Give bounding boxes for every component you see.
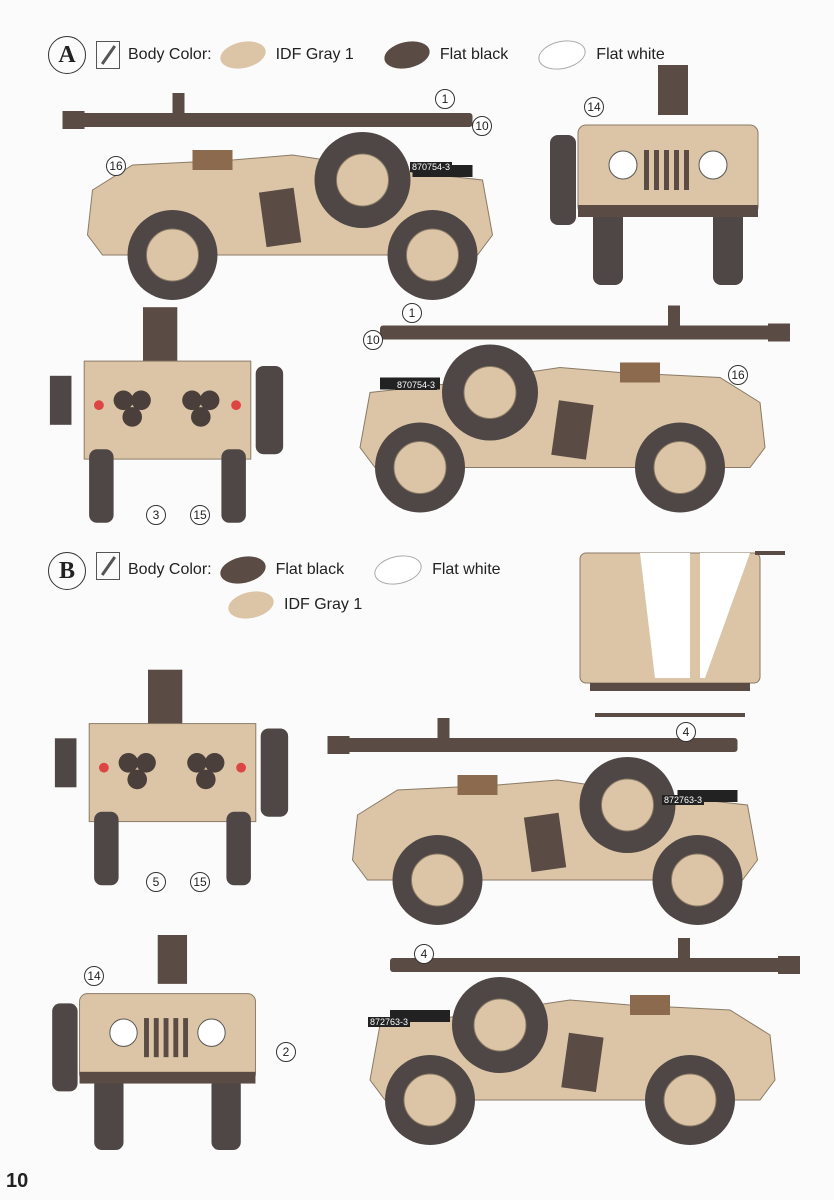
flat-white-swatch bbox=[371, 551, 425, 589]
hood-top-view bbox=[579, 551, 785, 717]
flat-black-swatch bbox=[217, 552, 268, 588]
flat-black-swatch bbox=[381, 37, 433, 73]
serial-number: 872763-3 bbox=[662, 795, 705, 805]
jeep-rear-view bbox=[50, 665, 295, 890]
serial-number: 872763-3 bbox=[368, 1017, 411, 1027]
jeep-front-view bbox=[548, 65, 788, 285]
scheme-letter: B bbox=[48, 552, 86, 590]
decal-callout: 10 bbox=[363, 330, 383, 350]
paint-label: IDF Gray 1 bbox=[284, 596, 363, 613]
paint-label: Flat black bbox=[439, 46, 509, 63]
jeep-side-view bbox=[60, 85, 525, 305]
decal-callout: 3 bbox=[146, 505, 166, 525]
jeep-rear-view bbox=[45, 305, 290, 525]
idf-gray-swatch bbox=[225, 587, 277, 623]
body-color-label: Body Color: bbox=[128, 561, 212, 578]
paintbrush-icon bbox=[96, 41, 120, 69]
page-number: 10 bbox=[6, 1170, 29, 1192]
decal-callout: 4 bbox=[676, 722, 696, 742]
paint-label: IDF Gray 1 bbox=[275, 46, 354, 63]
decal-callout: 14 bbox=[584, 97, 604, 117]
decal-callout: 16 bbox=[728, 365, 748, 385]
scheme-a-header: A Body Color: IDF Gray 1 Flat black Flat… bbox=[48, 36, 665, 74]
jeep-side-view-left bbox=[340, 930, 800, 1150]
decal-callout: 14 bbox=[84, 966, 104, 986]
serial-number: 870754-3 bbox=[410, 162, 453, 172]
paint-label: Flat white bbox=[596, 46, 665, 63]
jeep-side-view bbox=[315, 710, 800, 930]
scheme-b-header: B Body Color: Flat black Flat white IDF … bbox=[48, 551, 501, 623]
paintbrush-icon bbox=[96, 552, 120, 580]
decal-callout: 10 bbox=[472, 116, 492, 136]
decal-callout: 15 bbox=[190, 872, 210, 892]
decal-callout: 2 bbox=[276, 1042, 296, 1062]
jeep-side-view-left bbox=[330, 295, 790, 520]
decal-callout: 1 bbox=[435, 89, 455, 109]
serial-number: 870754-3 bbox=[395, 380, 438, 390]
decal-callout: 15 bbox=[190, 505, 210, 525]
decal-callout: 1 bbox=[402, 303, 422, 323]
scheme-letter: A bbox=[48, 36, 86, 74]
paint-label: Flat black bbox=[275, 561, 345, 578]
idf-gray-swatch bbox=[217, 37, 268, 73]
decal-callout: 5 bbox=[146, 872, 166, 892]
paint-label: Flat white bbox=[432, 561, 501, 578]
jeep-front-view bbox=[45, 935, 290, 1150]
body-color-label: Body Color: bbox=[128, 46, 212, 63]
decal-callout: 4 bbox=[414, 944, 434, 964]
decal-callout: 16 bbox=[106, 156, 126, 176]
